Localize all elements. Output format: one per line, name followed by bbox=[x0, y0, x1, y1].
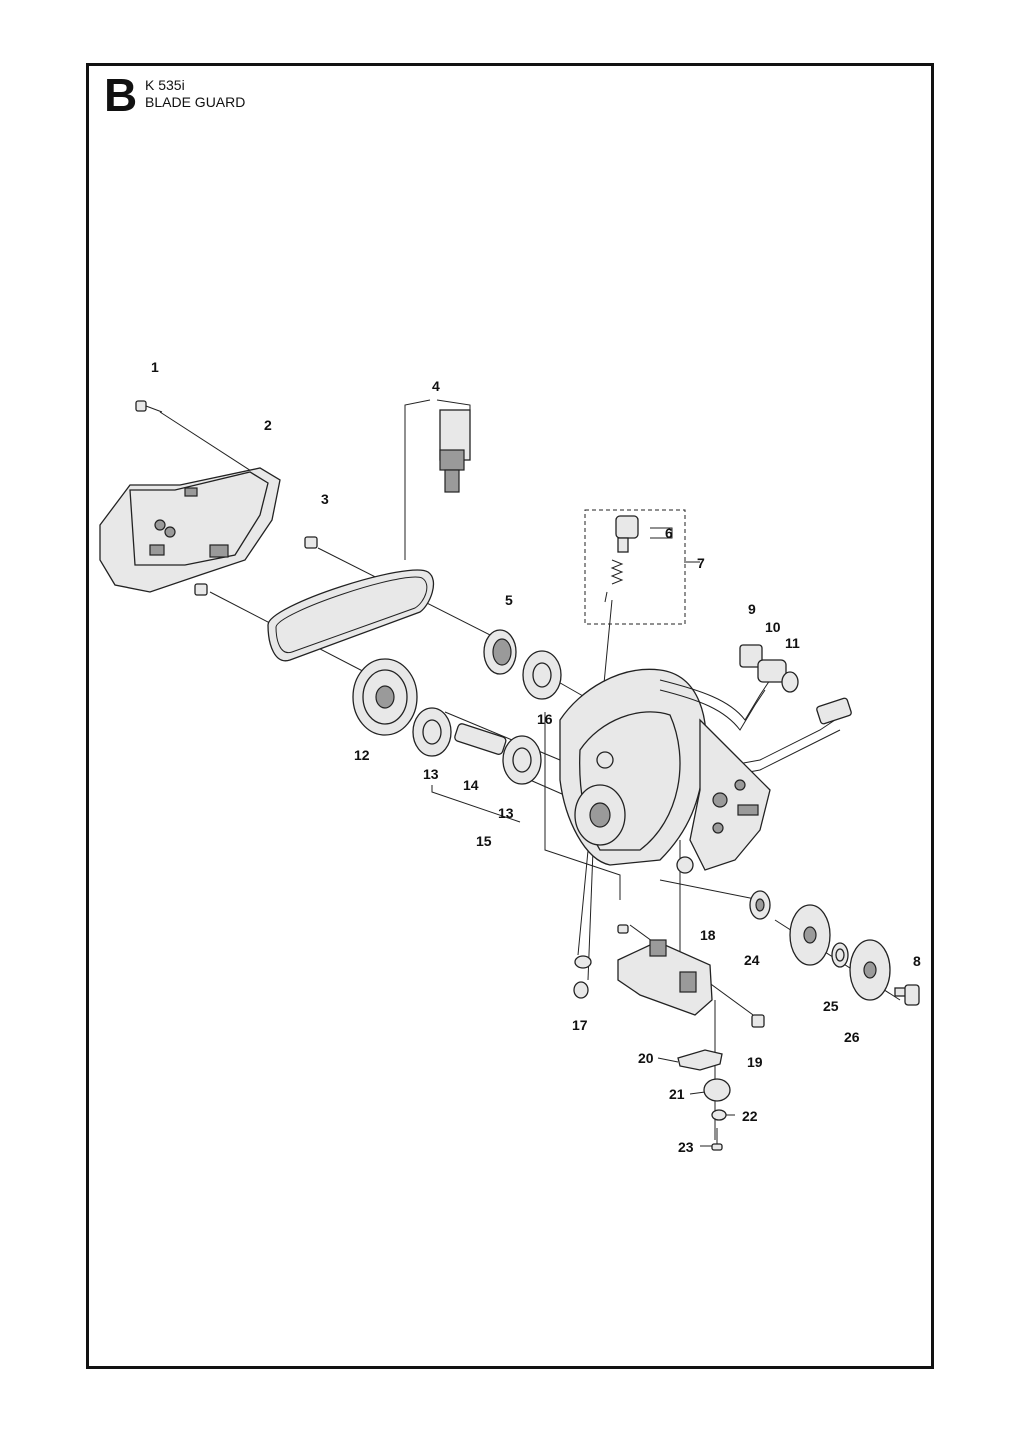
screw-23 bbox=[711, 1128, 723, 1151]
assembly-7-box bbox=[584, 509, 686, 625]
callout-15: 15 bbox=[476, 833, 492, 849]
callout-6: 6 bbox=[665, 525, 673, 541]
callout-22: 22 bbox=[742, 1108, 758, 1124]
bearing-13a bbox=[412, 707, 452, 757]
sleeve-10 bbox=[757, 659, 787, 683]
spring-7 bbox=[604, 559, 624, 603]
damper-21 bbox=[703, 1078, 731, 1102]
callout-24: 24 bbox=[744, 952, 760, 968]
callout-25: 25 bbox=[823, 998, 839, 1014]
screw-1 bbox=[135, 400, 163, 413]
shoe-18 bbox=[617, 924, 713, 1016]
callout-3: 3 bbox=[321, 491, 329, 507]
diagram-title: BLADE GUARD bbox=[145, 94, 246, 110]
callout-11: 11 bbox=[785, 635, 800, 651]
callout-9: 9 bbox=[748, 601, 756, 617]
callout-labels: 1 2 3 4 5 6 7 8 9 10 11 12 13 13 14 15 1… bbox=[151, 359, 921, 1155]
bracket-20 bbox=[677, 1049, 723, 1071]
callout-26: 26 bbox=[844, 1029, 860, 1045]
callout-12: 12 bbox=[354, 747, 370, 763]
nut-11 bbox=[781, 671, 799, 693]
ring-25 bbox=[831, 942, 849, 968]
flange-26 bbox=[849, 939, 891, 1001]
callout-13a: 13 bbox=[423, 766, 439, 782]
screw-3 bbox=[194, 536, 318, 596]
model-name: K 535i bbox=[145, 77, 185, 93]
arm-9 bbox=[739, 644, 763, 668]
callout-10: 10 bbox=[765, 619, 781, 635]
flange-inner bbox=[789, 904, 831, 966]
knob-6 bbox=[615, 515, 639, 553]
blade-guard-body bbox=[559, 668, 841, 874]
callout-18: 18 bbox=[700, 927, 716, 943]
callout-8: 8 bbox=[913, 953, 921, 969]
belt-tool-4 bbox=[439, 409, 471, 493]
diagram-frame bbox=[86, 63, 934, 1369]
section-letter: B bbox=[104, 69, 138, 121]
pulley-5 bbox=[483, 629, 517, 675]
callout-16: 16 bbox=[537, 711, 553, 727]
belt-cover-2 bbox=[99, 467, 281, 593]
plug-17 bbox=[573, 955, 592, 999]
callout-14: 14 bbox=[463, 777, 479, 793]
callout-5: 5 bbox=[505, 592, 513, 608]
shaft-14 bbox=[454, 723, 507, 755]
bearing-16 bbox=[522, 650, 562, 700]
callout-20: 20 bbox=[638, 1050, 654, 1066]
callout-4: 4 bbox=[432, 378, 440, 394]
washer-24 bbox=[749, 890, 771, 920]
callout-13b: 13 bbox=[498, 805, 514, 821]
threaded-end bbox=[816, 697, 852, 725]
bearing-13b bbox=[502, 735, 542, 785]
screw-19 bbox=[751, 1014, 765, 1028]
callout-17: 17 bbox=[572, 1017, 588, 1033]
pulley-12 bbox=[352, 658, 418, 736]
callout-2: 2 bbox=[264, 417, 272, 433]
callout-19: 19 bbox=[747, 1054, 763, 1070]
drive-belt-4 bbox=[267, 569, 435, 662]
callout-7: 7 bbox=[697, 555, 705, 571]
callout-1: 1 bbox=[151, 359, 159, 375]
washer-22 bbox=[711, 1109, 727, 1121]
callout-23: 23 bbox=[678, 1139, 694, 1155]
bolt-8 bbox=[894, 984, 920, 1006]
callout-21: 21 bbox=[669, 1086, 685, 1102]
